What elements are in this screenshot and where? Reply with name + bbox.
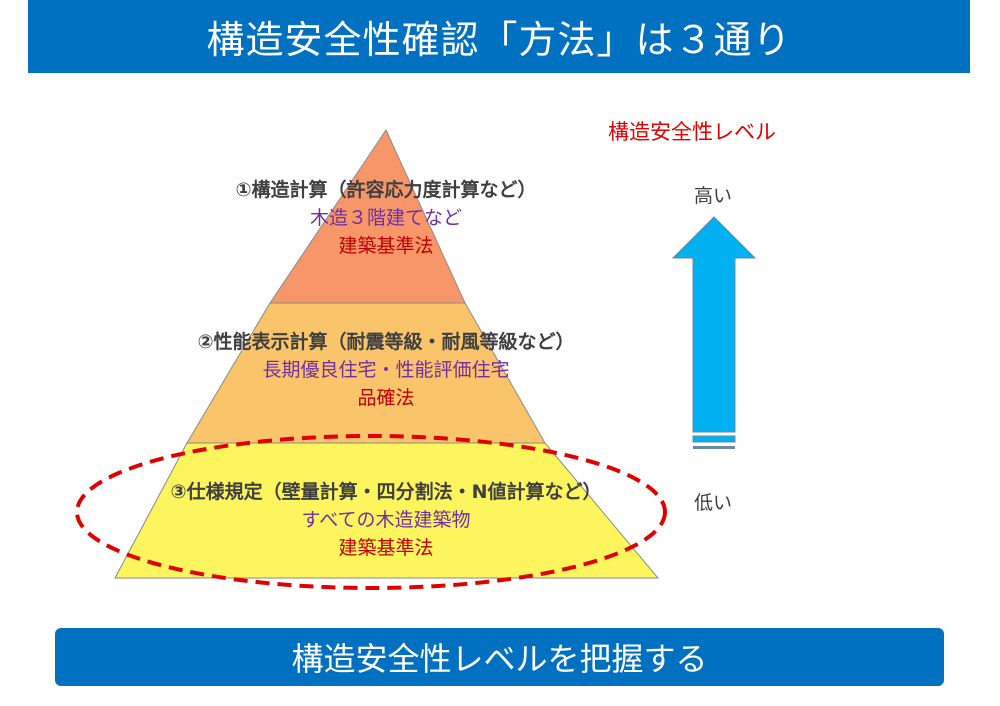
level-high-label: 高い [694, 185, 733, 207]
tier-3-law: 建築基準法 [338, 537, 434, 559]
tier-3-text: ③仕様規定（壁量計算・四分割法・N値計算など） すべての木造建築物 建築基準法 [86, 478, 686, 562]
pyramid-tier-3 [114, 442, 660, 579]
slide-title: 構造安全性確認「方法」は３通り [28, 0, 970, 73]
level-low-label: 低い [694, 492, 733, 514]
tier-1-method: ①構造計算（許容応力度計算など） [235, 179, 537, 201]
tier-2-method: ②性能表示計算（耐震等級・耐風等級など） [197, 331, 575, 353]
level-arrow-icon [671, 216, 757, 449]
tier-1-target: 木造３階建てなど [309, 207, 462, 229]
tier-3-target: すべての木造建築物 [301, 509, 471, 531]
tier-1-text: ①構造計算（許容応力度計算など） 木造３階建てなど 建築基準法 [86, 176, 686, 260]
safety-level-label: 構造安全性レベル [608, 120, 776, 144]
tier-1-law: 建築基準法 [338, 235, 434, 257]
tier-2-law: 品確法 [357, 387, 415, 409]
tier-2-text: ②性能表示計算（耐震等級・耐風等級など） 長期優良住宅・性能評価住宅 品確法 [86, 328, 686, 412]
highlight-ellipse [75, 434, 667, 590]
footer-banner: 構造安全性レベルを把握する [55, 628, 944, 686]
tier-2-target: 長期優良住宅・性能評価住宅 [262, 359, 510, 381]
tier-3-method: ③仕様規定（壁量計算・四分割法・N値計算など） [170, 481, 602, 503]
